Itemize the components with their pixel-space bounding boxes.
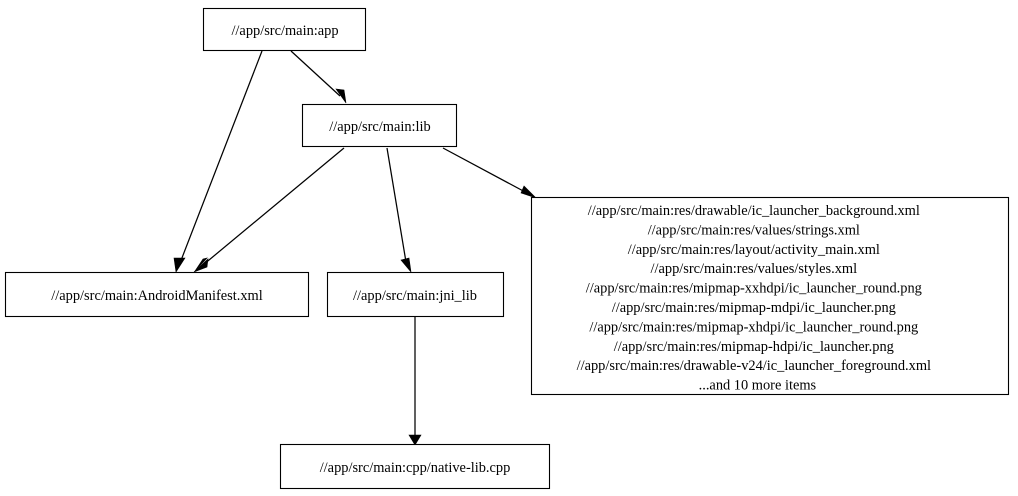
edge-lib-to-res-group-line (442, 147, 528, 194)
res-line-3: //app/src/main:res/values/styles.xml (650, 261, 857, 277)
node-jni-lib-label: //app/src/main:jni_lib (353, 288, 477, 304)
node-native-lib[interactable]: //app/src/main:cpp/native-lib.cpp (279, 443, 551, 490)
res-line-1: //app/src/main:res/values/strings.xml (648, 222, 860, 238)
node-app-label: //app/src/main:app (231, 23, 338, 39)
edge-jni-lib-to-native-lib (408, 317, 422, 446)
node-native-lib-label: //app/src/main:cpp/native-lib.cpp (320, 460, 511, 476)
edge-lib-to-res-group (442, 147, 537, 199)
edge-lib-to-jni-lib-line (386, 147, 407, 263)
res-line-7: //app/src/main:res/mipmap-hdpi/ic_launch… (614, 339, 894, 355)
node-lib-box[interactable] (301, 103, 458, 148)
edge-jni-lib-to-native-lib-arrowhead (408, 434, 422, 446)
node-manifest-label: //app/src/main:AndroidManifest.xml (51, 288, 262, 304)
node-layer: //app/src/main:app //app/src/main:lib //… (4, 7, 1010, 490)
node-manifest-box[interactable] (4, 271, 310, 318)
node-jni-lib-box[interactable] (326, 271, 505, 318)
node-res-group-label: //app/src/main:res/drawable/ic_launcher_… (577, 203, 964, 394)
edge-app-to-lib-line (290, 50, 341, 97)
edge-lib-to-res-group-arrowhead (520, 185, 537, 199)
node-app-box[interactable] (202, 7, 367, 52)
node-app[interactable]: //app/src/main:app (202, 7, 367, 52)
edge-lib-to-manifest-arrowhead (194, 257, 208, 272)
res-line-9: ...and 10 more items (699, 378, 817, 394)
edge-app-to-lib-arrowhead (335, 88, 347, 104)
node-manifest[interactable]: //app/src/main:AndroidManifest.xml (4, 271, 310, 318)
node-jni-lib[interactable]: //app/src/main:jni_lib (326, 271, 505, 318)
edge-lib-to-jni-lib-arrowhead (400, 257, 412, 274)
edge-app-to-lib (290, 50, 347, 104)
edge-app-to-manifest-arrowhead (173, 257, 186, 273)
node-res-group[interactable]: //app/src/main:res/drawable/ic_launcher_… (530, 196, 1010, 396)
res-line-4: //app/src/main:res/mipmap-xxhdpi/ic_laun… (586, 281, 922, 297)
edge-app-to-manifest (173, 50, 263, 273)
res-line-0: //app/src/main:res/drawable/ic_launcher_… (588, 203, 920, 219)
node-native-lib-box[interactable] (279, 443, 551, 490)
edge-layer (173, 50, 537, 446)
res-line-5: //app/src/main:res/mipmap-mdpi/ic_launch… (612, 300, 896, 316)
edge-lib-to-manifest (193, 147, 345, 273)
res-line-8: //app/src/main:res/drawable-v24/ic_launc… (577, 358, 931, 374)
res-line-6: //app/src/main:res/mipmap-xhdpi/ic_launc… (589, 319, 918, 335)
node-lib-label: //app/src/main:lib (329, 119, 431, 135)
edge-lib-to-jni-lib (386, 147, 412, 274)
node-lib[interactable]: //app/src/main:lib (301, 103, 458, 148)
edge-app-to-manifest-line (179, 50, 263, 264)
res-line-2: //app/src/main:res/layout/activity_main.… (628, 242, 880, 258)
edge-lib-to-manifest-arrowhead-body (193, 258, 209, 273)
node-res-group-box[interactable] (530, 196, 1010, 396)
edge-lib-to-manifest-line (202, 147, 345, 266)
